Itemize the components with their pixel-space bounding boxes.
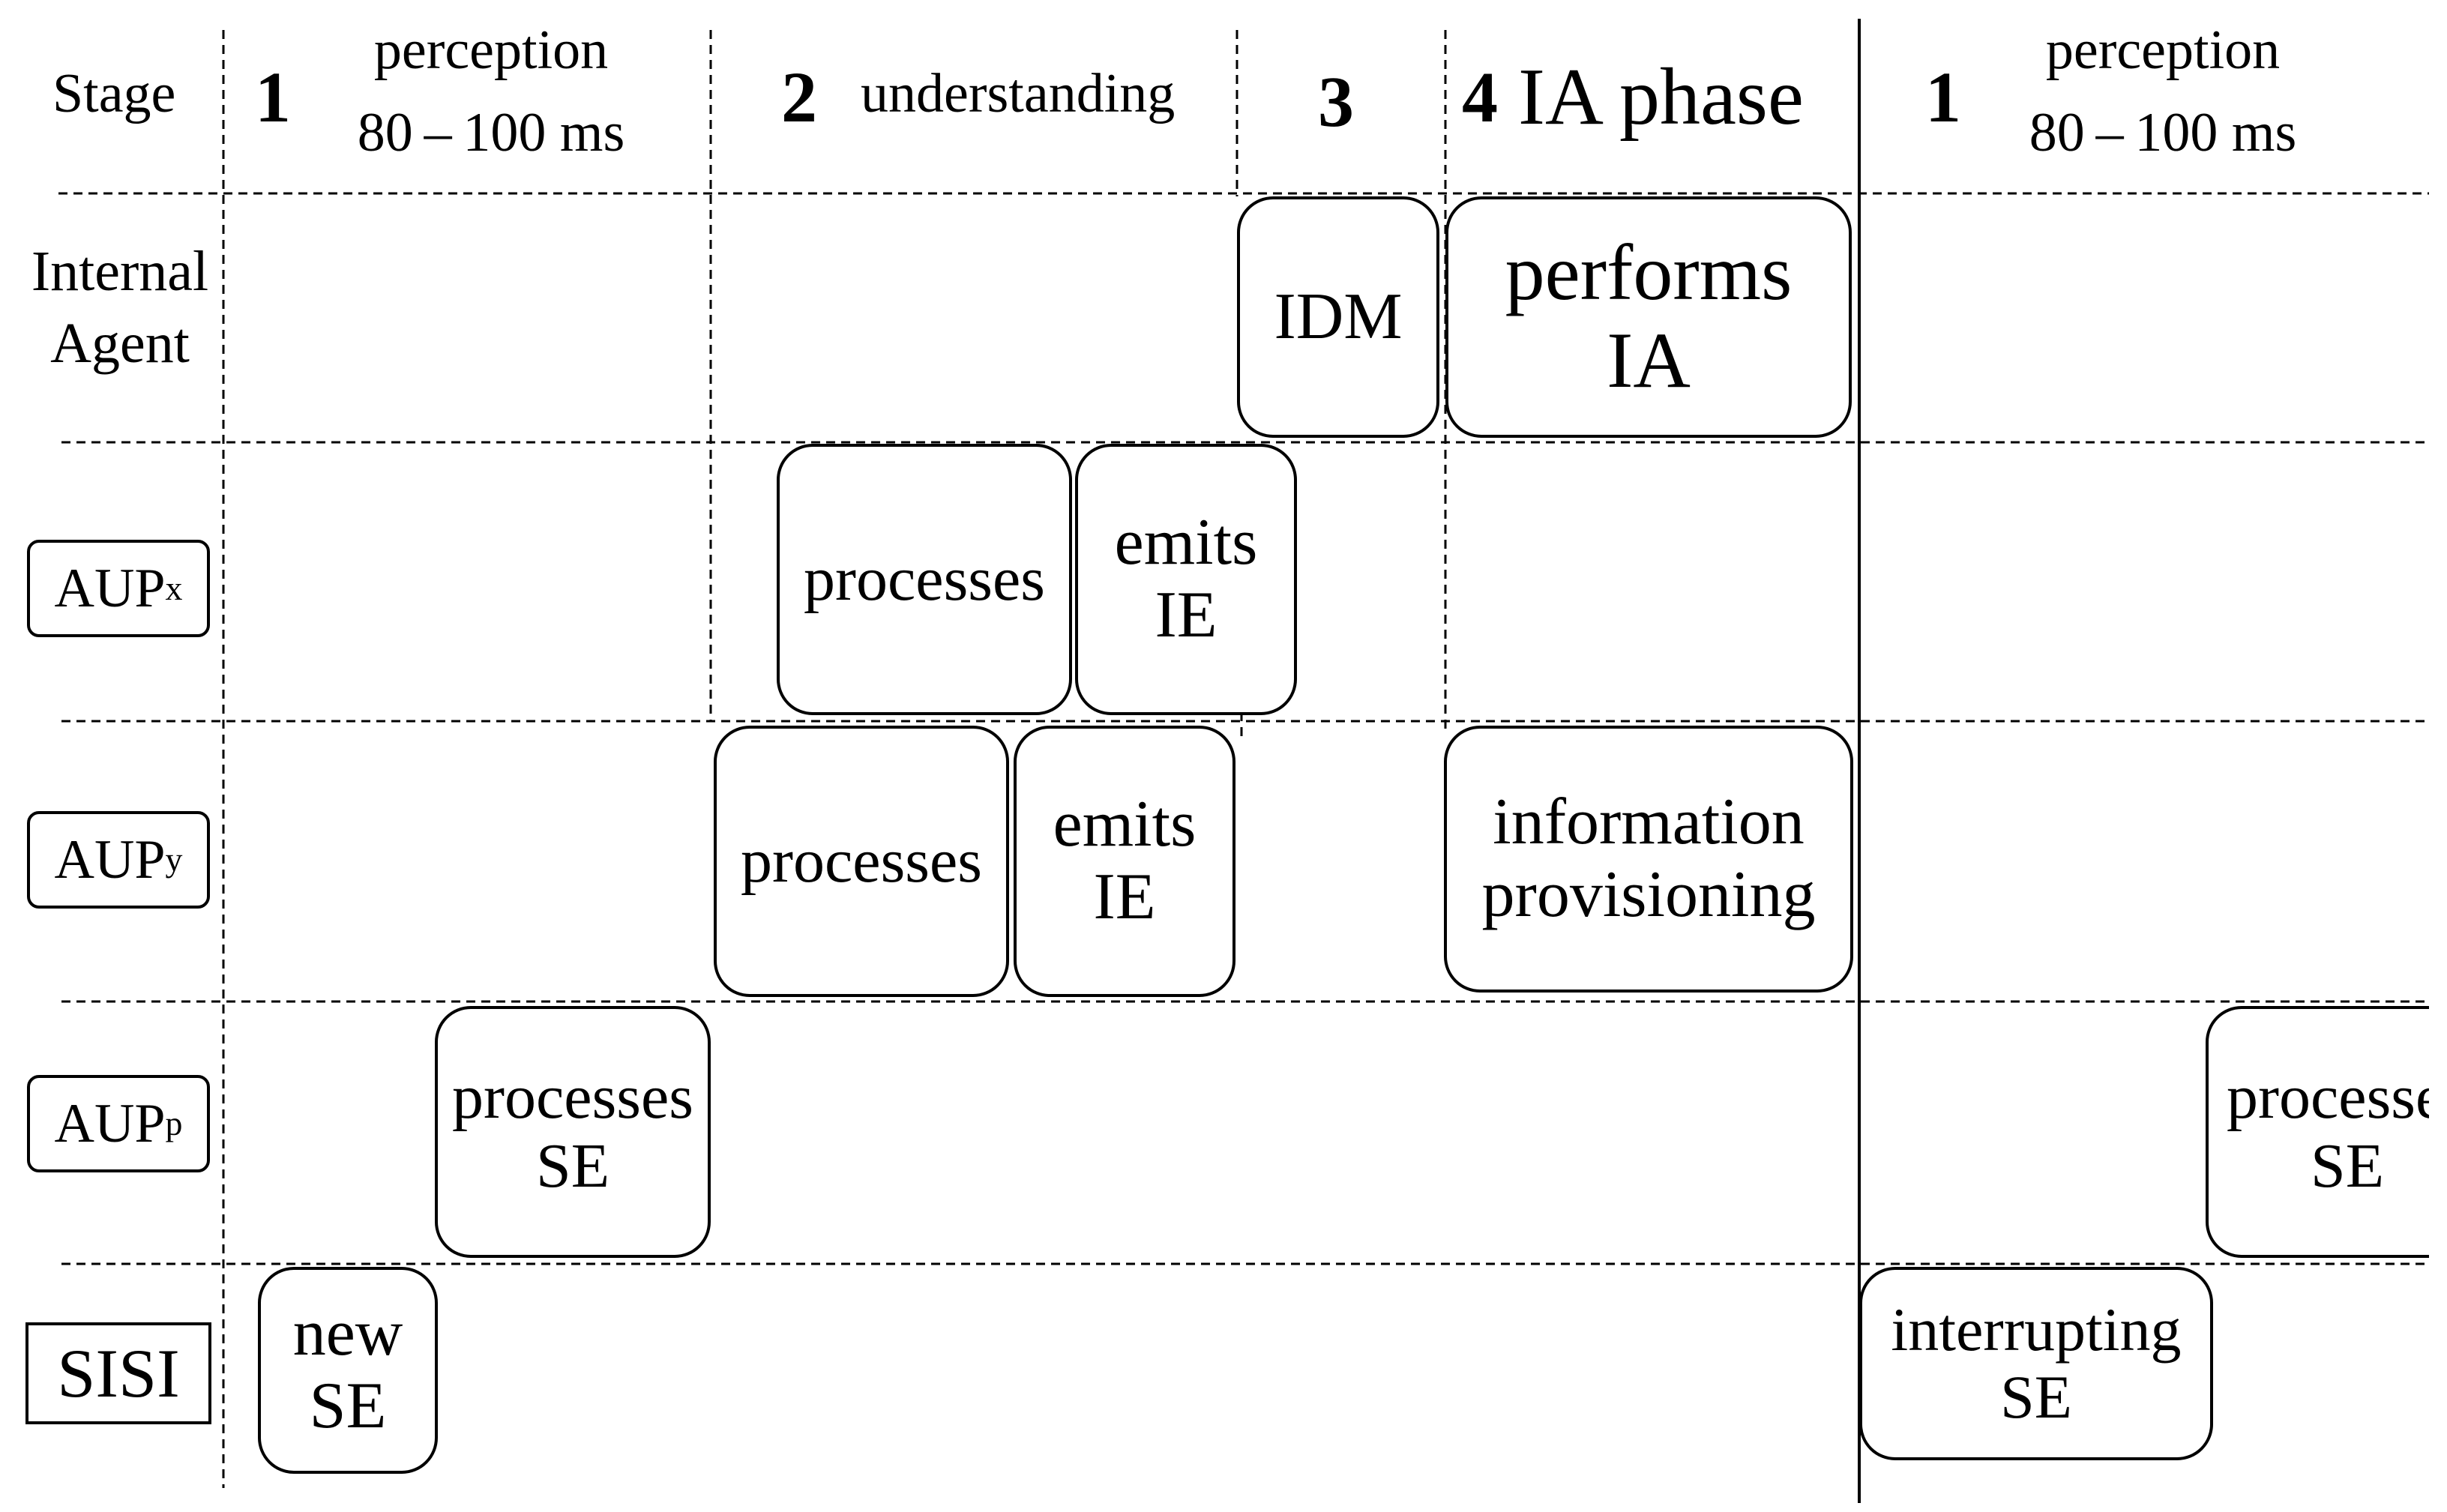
stage-1-duration: 80 – 100 ms	[357, 102, 625, 163]
box-new-se-line1: new	[292, 1297, 403, 1370]
aup-p-base: AUP	[54, 1092, 166, 1154]
box-aup-x-emits-ie: emits IE	[1075, 444, 1297, 715]
box-interrupting-se: interrupting SE	[1859, 1267, 2213, 1460]
stage-2-number: 2	[781, 57, 817, 137]
box-interrupting-line1: interrupting	[1891, 1295, 2182, 1364]
stage-4-number: 4	[1462, 57, 1498, 137]
box-info-prov-line1: information	[1493, 786, 1805, 859]
box-aup-p-next-clip: processes SE	[2197, 997, 2429, 1267]
box-aup-p-processes-line1: processes	[452, 1061, 693, 1132]
stage-1-next-name: perception	[2045, 19, 2281, 81]
box-aup-x-emits-line2: IE	[1155, 579, 1218, 651]
stage-1-next-number: 1	[1925, 57, 1961, 137]
box-aup-p-next-line2: SE	[2310, 1131, 2385, 1201]
box-idm-text: IDM	[1274, 280, 1403, 353]
box-interrupting-line2: SE	[2000, 1363, 2072, 1431]
stage-4-name: IA phase	[1518, 52, 1804, 142]
row-label-internal-agent-line1: Internal	[31, 240, 209, 303]
box-performs-ia-line1: performs	[1505, 229, 1793, 317]
stage-1-number: 1	[255, 57, 291, 137]
box-aup-p-processes-se-next: processes SE	[2206, 1006, 2429, 1258]
box-aup-y-emits-ie: emits IE	[1014, 726, 1235, 997]
stage-header-label: Stage	[52, 63, 176, 124]
box-aup-y-emits-line1: emits	[1053, 788, 1197, 861]
aup-y-base: AUP	[54, 828, 166, 891]
box-aup-y-processes: processes	[714, 726, 1009, 997]
box-aup-x-processes-text: processes	[804, 543, 1045, 614]
box-aup-y-processes-text: processes	[741, 825, 982, 896]
box-performs-ia: performs IA	[1445, 196, 1852, 438]
aup-x-base: AUP	[54, 557, 166, 619]
row-label-sisi: SISI	[25, 1322, 211, 1424]
box-new-se-line2: SE	[309, 1370, 387, 1442]
stage-2-name: understanding	[861, 63, 1176, 124]
stage-3-number: 3	[1318, 61, 1354, 142]
box-aup-y-emits-line2: IE	[1093, 861, 1156, 933]
box-aup-p-next-line1: processes	[2227, 1061, 2429, 1132]
stage-1-next-duration: 80 – 100 ms	[2029, 102, 2297, 163]
box-new-se: new SE	[258, 1267, 438, 1474]
box-aup-p-processes-se: processes SE	[435, 1006, 711, 1258]
box-aup-x-emits-line1: emits	[1114, 506, 1258, 579]
sisi-label: SISI	[57, 1335, 180, 1412]
box-information-provisioning: information provisioning	[1444, 726, 1853, 993]
stage-1-name: perception	[373, 19, 609, 81]
box-aup-x-processes: processes	[777, 444, 1072, 715]
row-label-internal-agent-line2: Agent	[50, 312, 190, 375]
box-aup-p-processes-line2: SE	[535, 1131, 610, 1201]
box-info-prov-line2: provisioning	[1481, 858, 1816, 931]
box-performs-ia-line2: IA	[1607, 316, 1691, 404]
box-idm: IDM	[1237, 196, 1439, 438]
